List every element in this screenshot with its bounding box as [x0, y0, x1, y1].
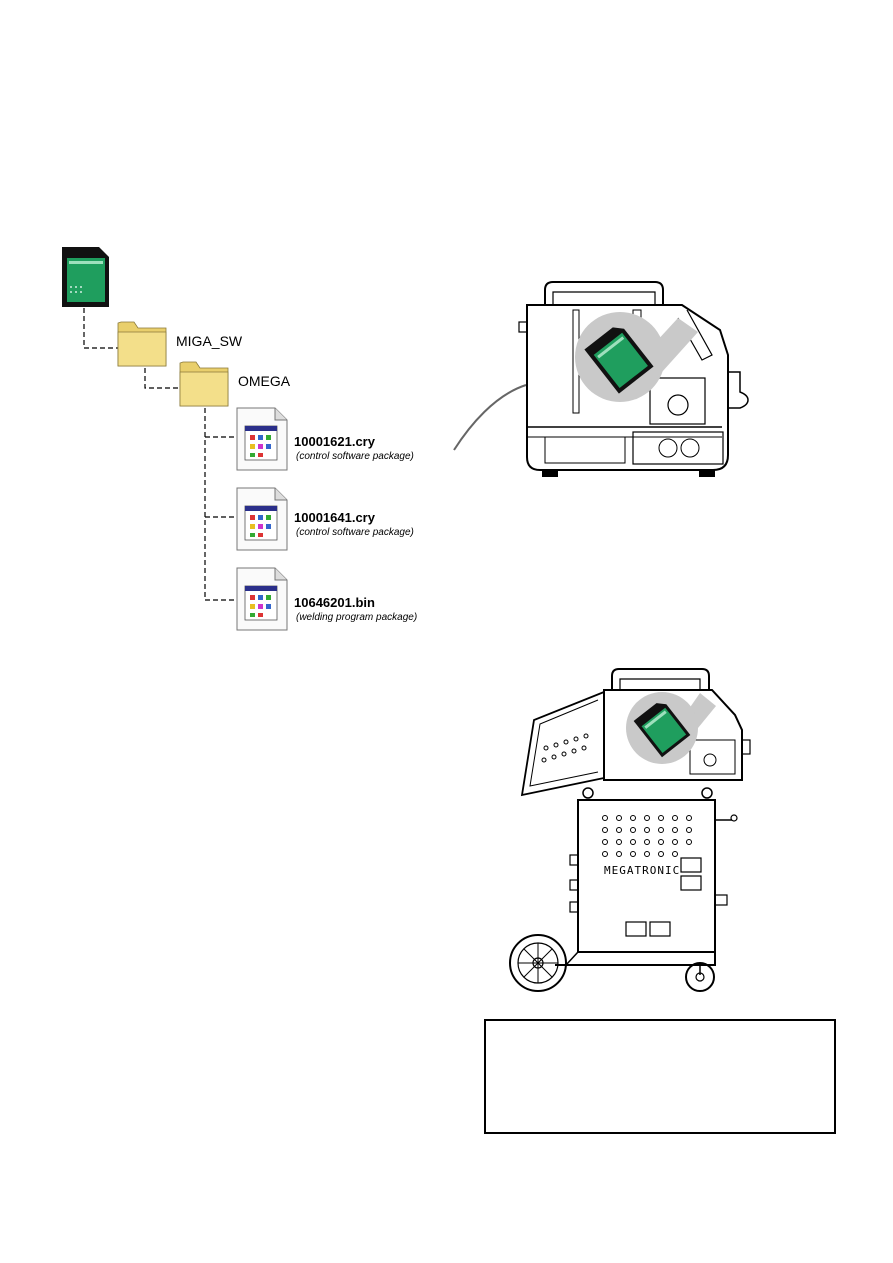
folder-icon-miga-sw[interactable] — [117, 321, 167, 367]
sd-card-in-slot-top — [584, 327, 654, 394]
brand-logo: MEGATRONIC — [604, 864, 680, 877]
file-icon-2[interactable] — [236, 487, 288, 551]
folder-icon-omega[interactable] — [179, 361, 229, 407]
folder-label-miga-sw: MIGA_SW — [176, 333, 243, 349]
note-box — [484, 1019, 836, 1134]
tree-connectors — [83, 308, 236, 601]
file-description-3: (welding program package) — [296, 612, 417, 623]
file-name-2: 10001641.cry — [294, 510, 376, 525]
file-name-1: 10001621.cry — [294, 434, 376, 449]
file-icon-1[interactable] — [236, 407, 288, 471]
file-description-1: (control software package) — [296, 451, 414, 462]
sd-slot-callout-top — [575, 312, 698, 402]
file-description-2: (control software package) — [296, 527, 414, 538]
file-name-3: 10646201.bin — [294, 595, 375, 610]
welder-trolley-view — [509, 668, 751, 992]
file-icon-3[interactable] — [236, 567, 288, 631]
sd-card-in-slot-bottom — [633, 703, 691, 758]
folder-label-omega: OMEGA — [238, 373, 291, 389]
sd-slot-callout-bottom — [626, 692, 716, 764]
sd-card-icon — [62, 247, 109, 307]
